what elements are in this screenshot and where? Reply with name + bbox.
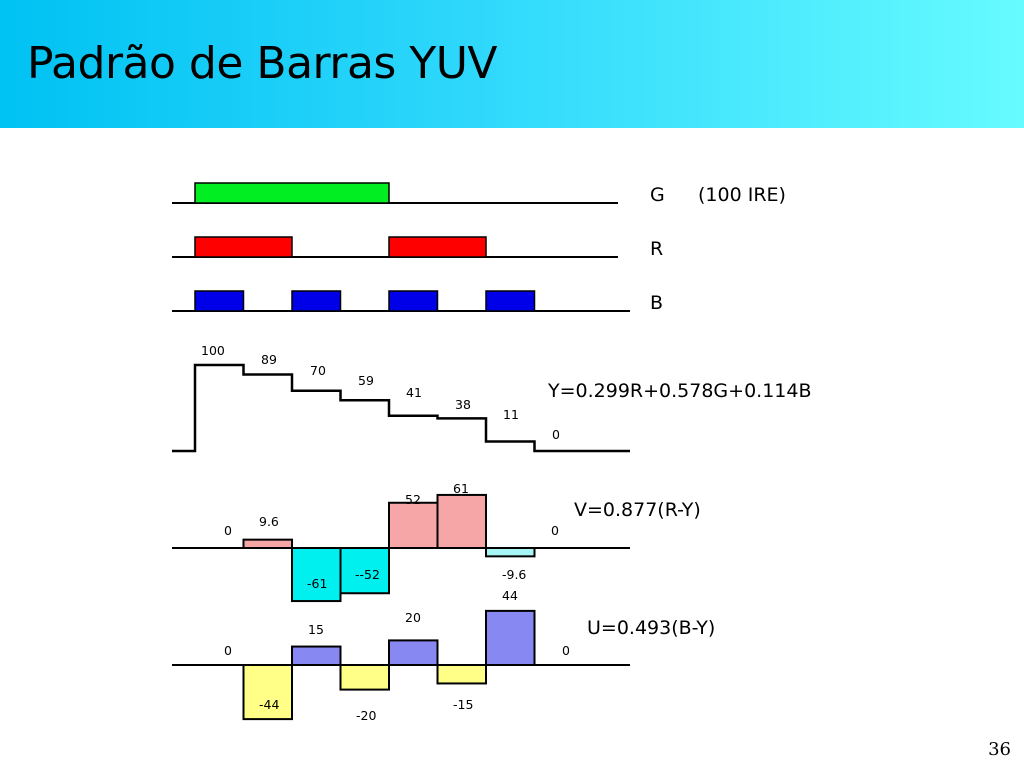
row-g-note: (100 IRE) [698,184,786,206]
v-value-label: --52 [355,567,380,582]
v-value-label: -61 [307,576,327,591]
v-bar [485,547,536,558]
slide-number: 36 [988,739,1011,760]
y-value-label: 100 [201,343,225,358]
y-signal-waveform [172,363,630,453]
u-bar [339,664,390,691]
v-value-label: 0 [224,523,232,538]
row-r-label: R [650,238,663,260]
v-value-label: 52 [405,492,421,507]
y-value-label: 70 [310,363,326,378]
u-bar [388,639,439,667]
row-b-pulse [291,290,342,312]
y-value-label: 38 [455,397,471,412]
u-formula: U=0.493(B-Y) [587,617,715,639]
slide-title: Padrão de Barras YUV [27,38,498,89]
v-value-label: 61 [453,481,469,496]
row-b-pulse [194,290,245,312]
row-b-pulse [485,290,536,312]
u-value-label: 44 [502,588,518,603]
v-formula: V=0.877(R-Y) [574,499,701,521]
v-value-label: -9.6 [502,567,526,582]
y-value-label: 59 [358,373,374,388]
v-bar [436,493,487,549]
v-value-label: 0 [551,523,559,538]
u-value-label: -44 [259,697,279,712]
u-bar [291,645,342,666]
u-value-label: 15 [308,622,324,637]
y-formula: Y=0.299R+0.578G+0.114B [547,380,812,402]
row-b-pulse [388,290,439,312]
v-value-label: 9.6 [259,514,279,529]
y-value-label: 41 [406,385,422,400]
y-value-label: 0 [552,427,560,442]
row-b-label: B [650,292,663,314]
v-bar [242,538,293,550]
row-g-pulse [194,182,390,204]
y-value-label: 89 [261,352,277,367]
u-value-label: 0 [224,643,232,658]
u-value-label: 0 [562,643,570,658]
u-value-label: -20 [356,708,376,723]
row-r-pulse [194,236,293,258]
v-bar [388,501,439,550]
row-g-label: G [650,184,665,206]
u-value-label: 20 [405,610,421,625]
u-bar [436,664,487,685]
u-value-label: -15 [453,697,473,712]
y-value-label: 11 [503,407,519,422]
u-bar [485,609,536,667]
row-r-pulse [388,236,487,258]
v-bar [291,547,342,603]
title-bar: Padrão de Barras YUV [0,0,1024,128]
